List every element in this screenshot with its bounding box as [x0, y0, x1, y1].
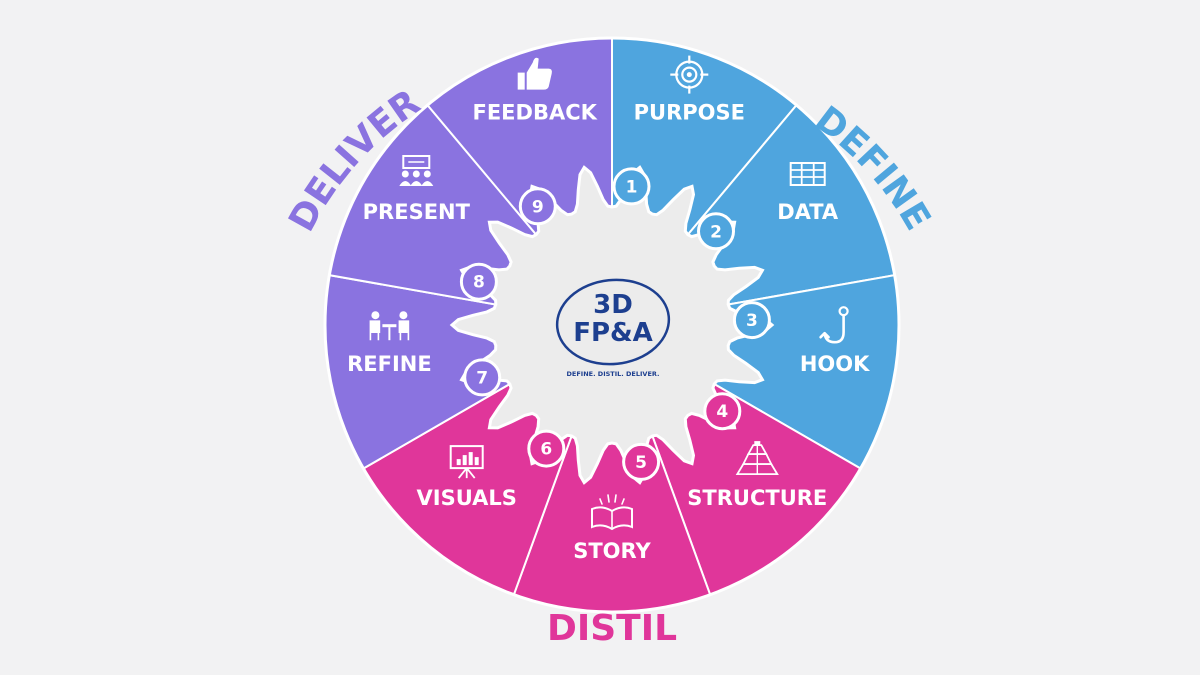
step-badge-8: 8	[459, 262, 498, 301]
step-badge-1: 1	[612, 167, 651, 206]
meeting-table-icon	[369, 311, 410, 341]
step-label-hook: HOOK	[800, 352, 870, 376]
logo-3d-fpa: 3D FP&A DEFINE. DISTIL. DELIVER.	[555, 278, 671, 378]
logo-line-1: 3D	[593, 290, 633, 320]
step-label-purpose: PURPOSE	[634, 101, 745, 125]
step-icons	[369, 55, 849, 531]
step-number-2: 2	[710, 222, 722, 242]
step-number-badges: 1 2 3 4 5 6 7 8 9	[459, 167, 771, 481]
step-badge-3: 3	[732, 301, 771, 340]
presentation-chart-icon	[449, 445, 484, 479]
phase-label-distil: DISTIL	[547, 608, 677, 649]
logo-tagline: DEFINE. DISTIL. DELIVER.	[567, 370, 660, 378]
step-number-7: 7	[476, 368, 488, 388]
thumbs-up-icon	[517, 57, 552, 90]
table-grid-icon	[789, 162, 826, 186]
step-badge-2: 2	[697, 212, 735, 251]
fish-hook-icon	[819, 306, 849, 344]
step-label-story: STORY	[573, 539, 651, 563]
center-gear	[449, 165, 775, 485]
logo-ellipse	[555, 278, 671, 366]
step-label-structure: STRUCTURE	[687, 486, 827, 510]
step-label-present: PRESENT	[363, 200, 471, 224]
step-number-9: 9	[532, 197, 544, 217]
gear-shape	[449, 165, 775, 485]
step-number-4: 4	[716, 402, 728, 422]
step-label-data: DATA	[777, 200, 839, 224]
target-icon	[670, 55, 709, 94]
step-badge-7: 7	[463, 358, 502, 397]
step-label-refine: REFINE	[347, 352, 432, 376]
step-number-8: 8	[473, 273, 485, 293]
pyramid-icon	[735, 441, 779, 476]
step-labels: PURPOSE DATA HOOK STRUCTURE STORY VISUALS REFI…	[347, 101, 870, 563]
step-number-6: 6	[540, 440, 552, 460]
step-badge-4: 4	[703, 392, 742, 431]
wheel-outline	[323, 36, 901, 614]
audience-screen-icon	[399, 155, 434, 186]
logo-line-2: FP&A	[573, 318, 653, 348]
step-number-1: 1	[626, 177, 638, 197]
step-label-feedback: FEEDBACK	[472, 101, 597, 125]
step-label-visuals: VISUALS	[417, 486, 517, 510]
step-number-5: 5	[635, 453, 647, 473]
step-number-3: 3	[746, 311, 758, 331]
step-badge-5: 5	[622, 442, 661, 481]
step-badge-6: 6	[527, 429, 566, 468]
step-badge-9: 9	[518, 187, 557, 226]
open-book-icon	[591, 494, 633, 531]
